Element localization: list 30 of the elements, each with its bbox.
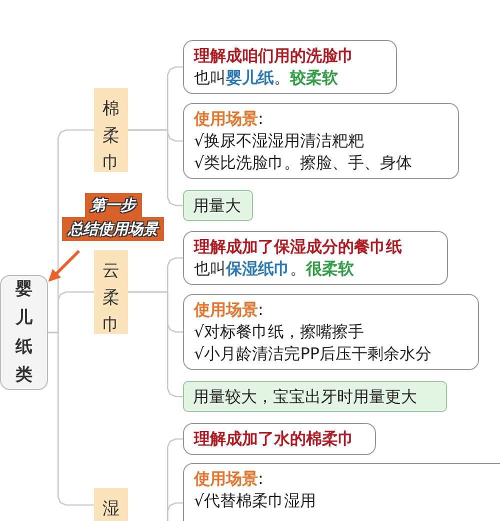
card-text: 也叫保湿纸巾。很柔软 <box>194 258 355 280</box>
definition-heading: 理解成加了水的棉柔巾 <box>194 428 355 450</box>
card-text: √对标餐巾纸，擦嘴擦手 <box>194 321 366 343</box>
card-text: √代替棉柔巾湿用 <box>194 490 318 512</box>
usage-heading: 使用场景: <box>194 468 264 490</box>
category-tag: 湿 <box>94 488 128 521</box>
card-text: √换尿不湿湿用清洁粑粑 <box>194 130 366 152</box>
card-text: √类比洗脸巾。擦脸、手、身体 <box>194 152 414 174</box>
usage-heading: 使用场景: <box>194 299 264 321</box>
definition-heading: 理解成咱们用的洗脸巾 <box>194 45 355 67</box>
amount-note: 用量大 <box>183 190 253 221</box>
connector-line <box>128 291 183 398</box>
arrow <box>48 250 80 282</box>
usage-heading: 使用场景: <box>194 108 264 130</box>
usage-card <box>183 103 459 179</box>
card-text: 也叫婴儿纸。较柔软 <box>194 67 339 89</box>
category-tag: 云柔巾 <box>94 250 128 334</box>
summary-banner: 总结使用场景 <box>62 217 164 241</box>
definition-card <box>183 231 448 285</box>
category-tag: 棉柔巾 <box>94 88 128 172</box>
step-banner: 第一步 <box>84 193 142 217</box>
amount-note: 用量较大，宝宝出牙时用量更大 <box>183 381 447 412</box>
card-text: √小月龄清洁完PP后压干剩余水分 <box>194 343 432 365</box>
connector-line <box>48 332 94 506</box>
usage-card <box>183 294 479 370</box>
definition-card <box>183 40 397 94</box>
connector-line <box>128 129 183 206</box>
definition-heading: 理解成加了保湿成分的餐巾纸 <box>194 236 403 258</box>
definition-card <box>183 423 376 455</box>
root-box: 婴儿纸类 <box>0 275 48 390</box>
